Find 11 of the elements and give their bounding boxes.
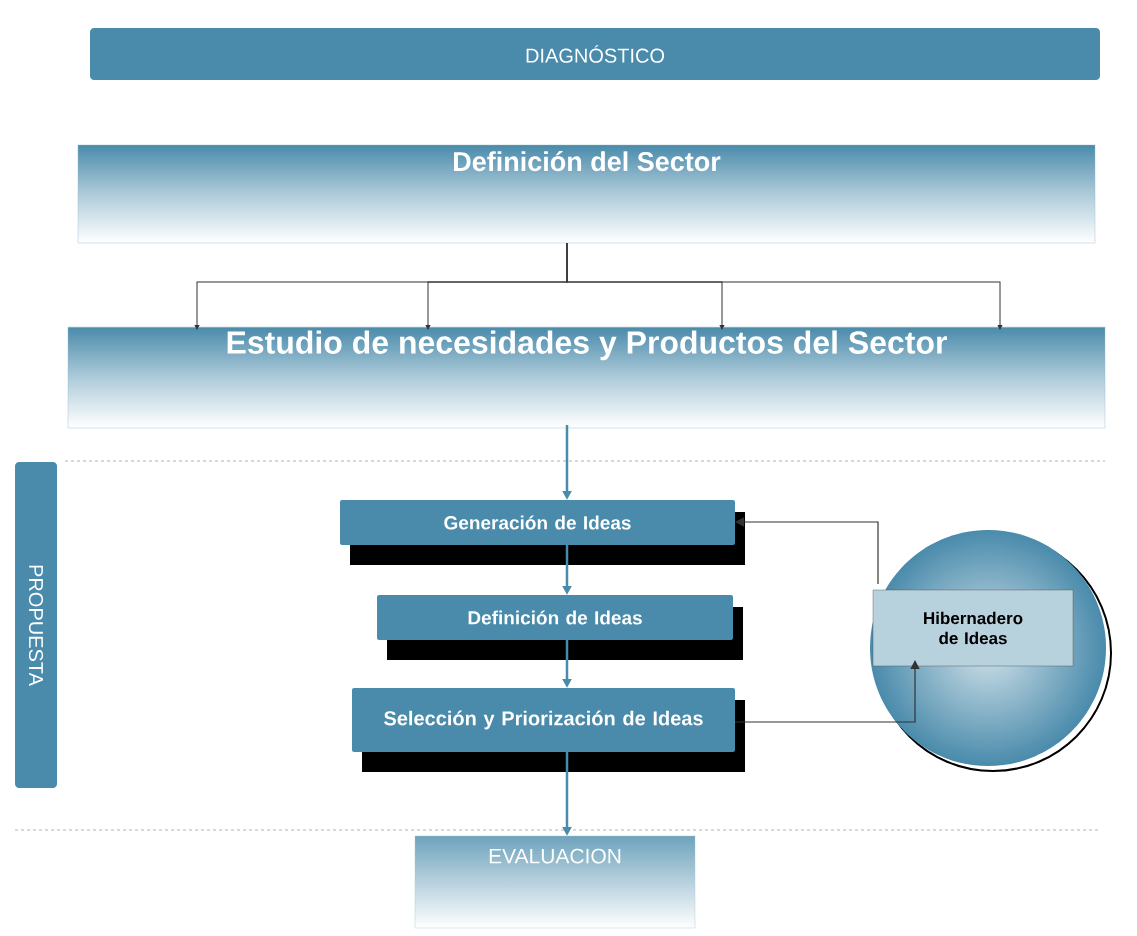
process-box: Selección y Priorización de Ideas (352, 688, 745, 772)
section-box: Definición del Sector (77, 144, 1096, 244)
process-box: Definición de Ideas (377, 595, 743, 660)
phase-band: PROPUESTA (15, 462, 57, 788)
header-band: DIAGNÓSTICO (90, 28, 1100, 80)
section-box: Estudio de necesidades y Productos del Sector (67, 326, 1106, 429)
process-box: Generación de Ideas (340, 500, 745, 565)
arrow (735, 517, 879, 585)
arrow (734, 660, 920, 723)
connector-line (566, 242, 1003, 330)
phase-box: EVALUACION (414, 835, 696, 929)
